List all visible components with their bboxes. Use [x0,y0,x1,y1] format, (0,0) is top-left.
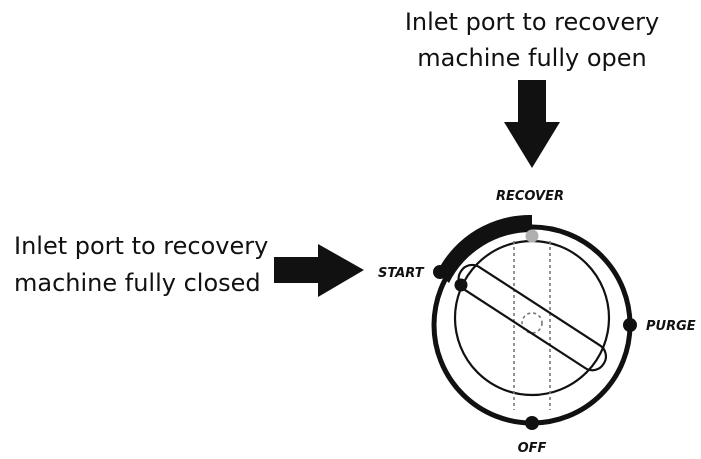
top-caption-line-1: Inlet port to recovery [405,8,659,36]
left-caption-line-1: Inlet port to recovery [14,232,268,260]
recover-marker [525,229,539,243]
hidden-port-outline [513,241,551,410]
label-recover: RECOVER [496,189,564,204]
recover-range-arc [437,214,532,283]
knob-pointer-marker [454,278,468,292]
off-marker [525,416,539,430]
label-off: OFF [518,441,547,456]
label-purge: PURGE [646,319,696,334]
top-caption-line-2: machine fully open [417,44,647,72]
start-marker [433,265,447,279]
label-start: START [378,266,425,281]
left-caption-line-2: machine fully closed [14,269,261,297]
down-arrow-icon [504,80,560,168]
right-arrow-icon [274,244,364,297]
dial-inner-circle [453,239,611,397]
knob-handle [457,263,608,372]
purge-marker [623,318,637,332]
